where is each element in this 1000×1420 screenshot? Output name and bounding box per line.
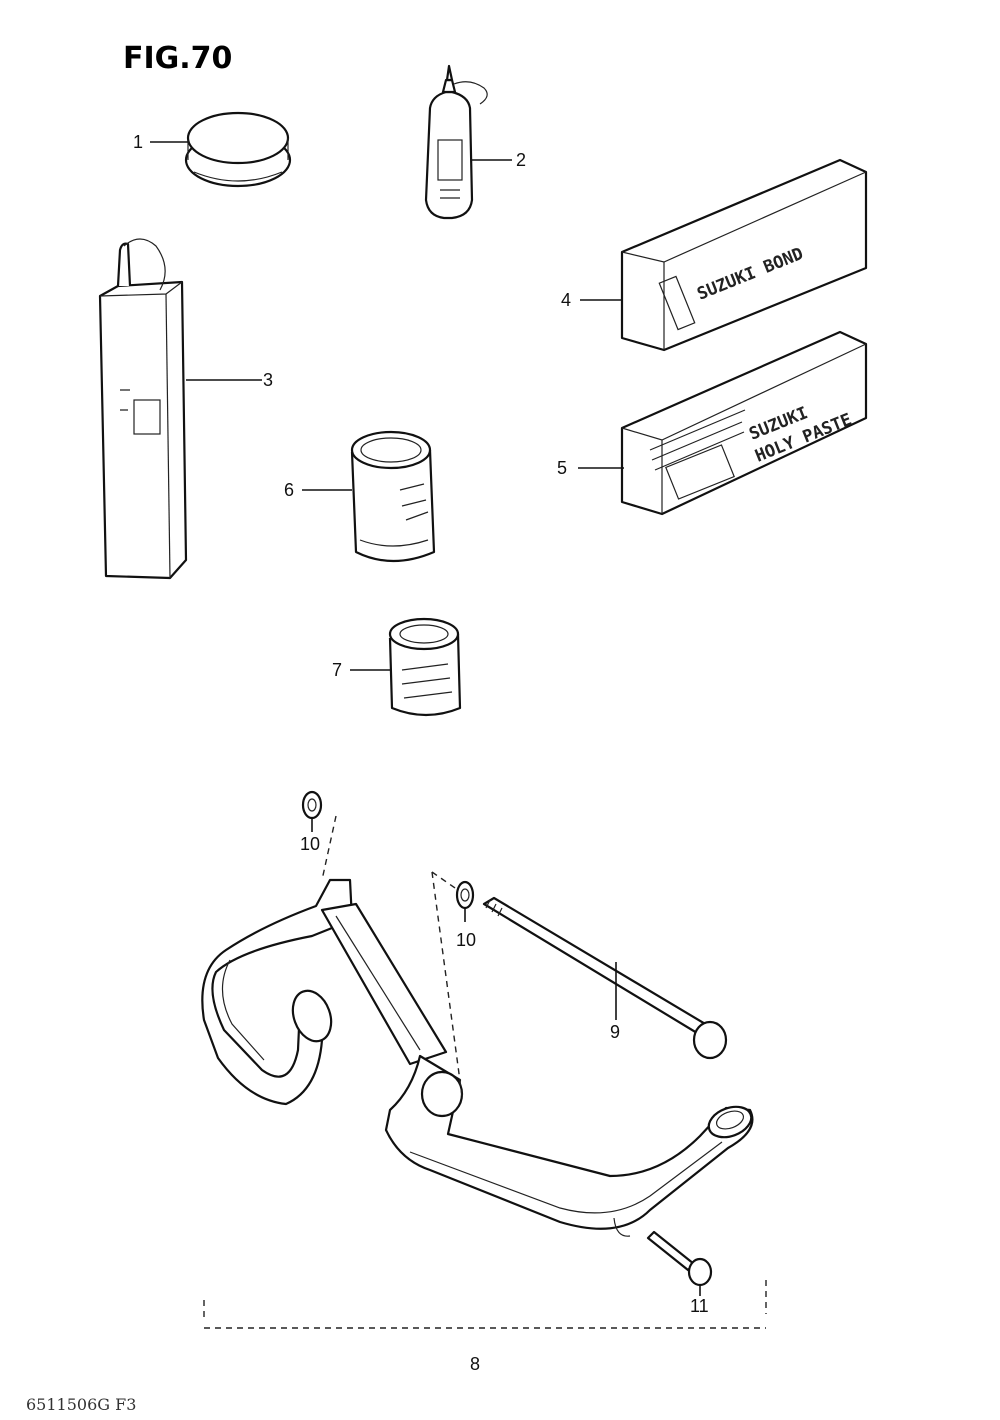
callout-9: 9 [610,1022,620,1042]
guide-10b [431,871,463,1097]
part-7-small-can [388,617,462,717]
part-10-washer-lower [455,880,475,910]
callout-2: 2 [516,150,526,170]
callout-11: 11 [690,1296,709,1316]
part-9-bolt [482,896,728,1060]
part-4-bond-box [620,158,868,352]
callout-10a: 10 [300,834,320,854]
part-2-oil-bottle [424,64,488,220]
callout-10b: 10 [456,930,476,950]
callout-3: 3 [263,370,273,390]
part-10-washer-upper [301,790,323,820]
callout-5: 5 [557,458,567,478]
footer-code: 6511506G F3 [26,1395,136,1414]
part-11-bolt-nut [646,1230,713,1287]
callout-1: 1 [133,132,143,152]
callout-7: 7 [332,660,342,680]
guide-10c [431,871,459,891]
part-3-oil-can [98,238,188,580]
figure-title: FIG.70 [123,41,232,76]
page-number: 8 [470,1354,480,1374]
part-6-can [350,430,436,563]
guide-10a [321,815,337,881]
part-8-engine-guard [201,878,754,1237]
callout-4: 4 [561,290,571,310]
part-1-grease-tin [184,111,292,188]
callout-6: 6 [284,480,294,500]
part-5-paste-box [620,330,868,516]
